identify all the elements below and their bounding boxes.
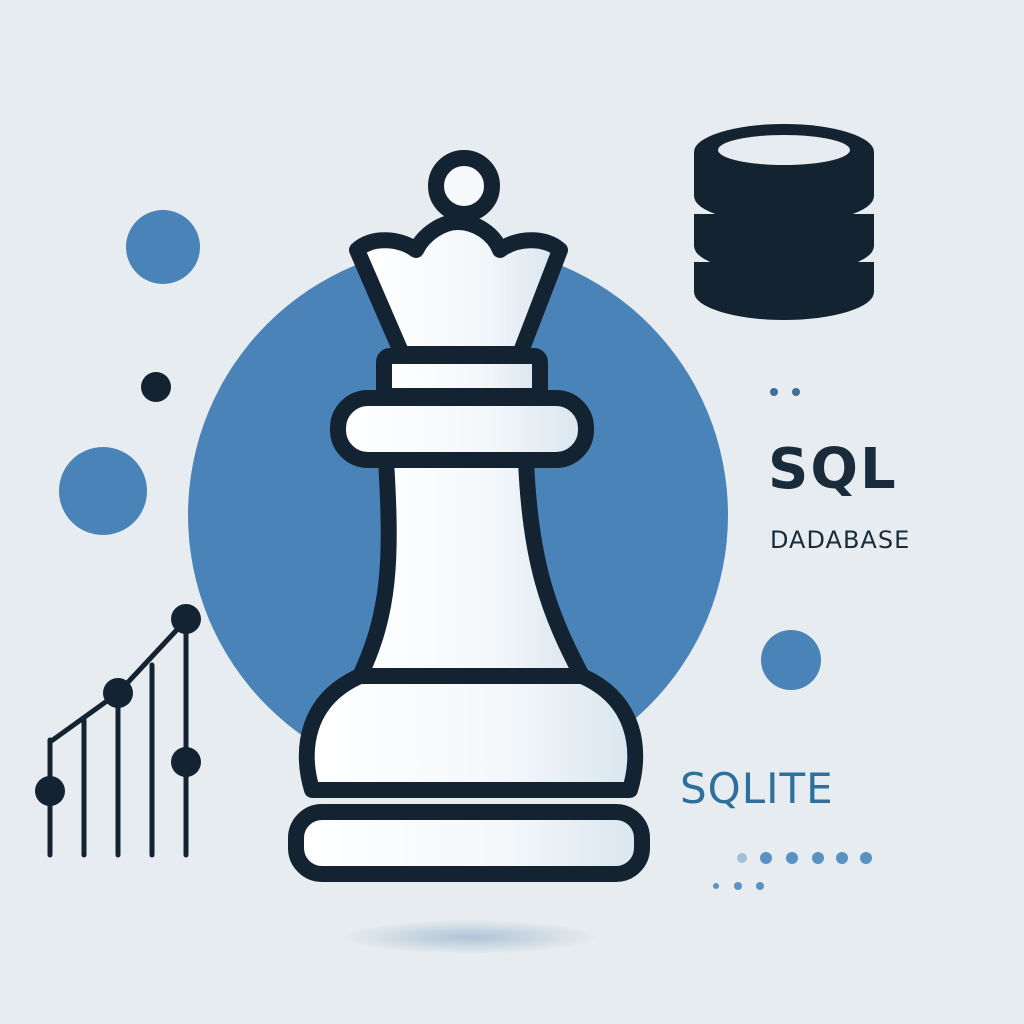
decor-dot-small-dark [141, 372, 171, 402]
sql-label: SQL [768, 437, 898, 502]
line-chart-icon [35, 604, 201, 858]
piece-shadow [342, 920, 598, 954]
sqlite-label: SQLITE [680, 764, 834, 813]
database-stack-icon [694, 124, 874, 320]
tiny-dots-right-top [770, 388, 800, 396]
database-label: DADABASE [770, 526, 911, 554]
chess-queen-icon [288, 150, 650, 882]
tiny-dots-bottom-right [713, 852, 872, 890]
decor-dot-mid-left [59, 447, 147, 535]
decor-dot-right [761, 630, 821, 690]
decor-dot-top-left [126, 210, 200, 284]
